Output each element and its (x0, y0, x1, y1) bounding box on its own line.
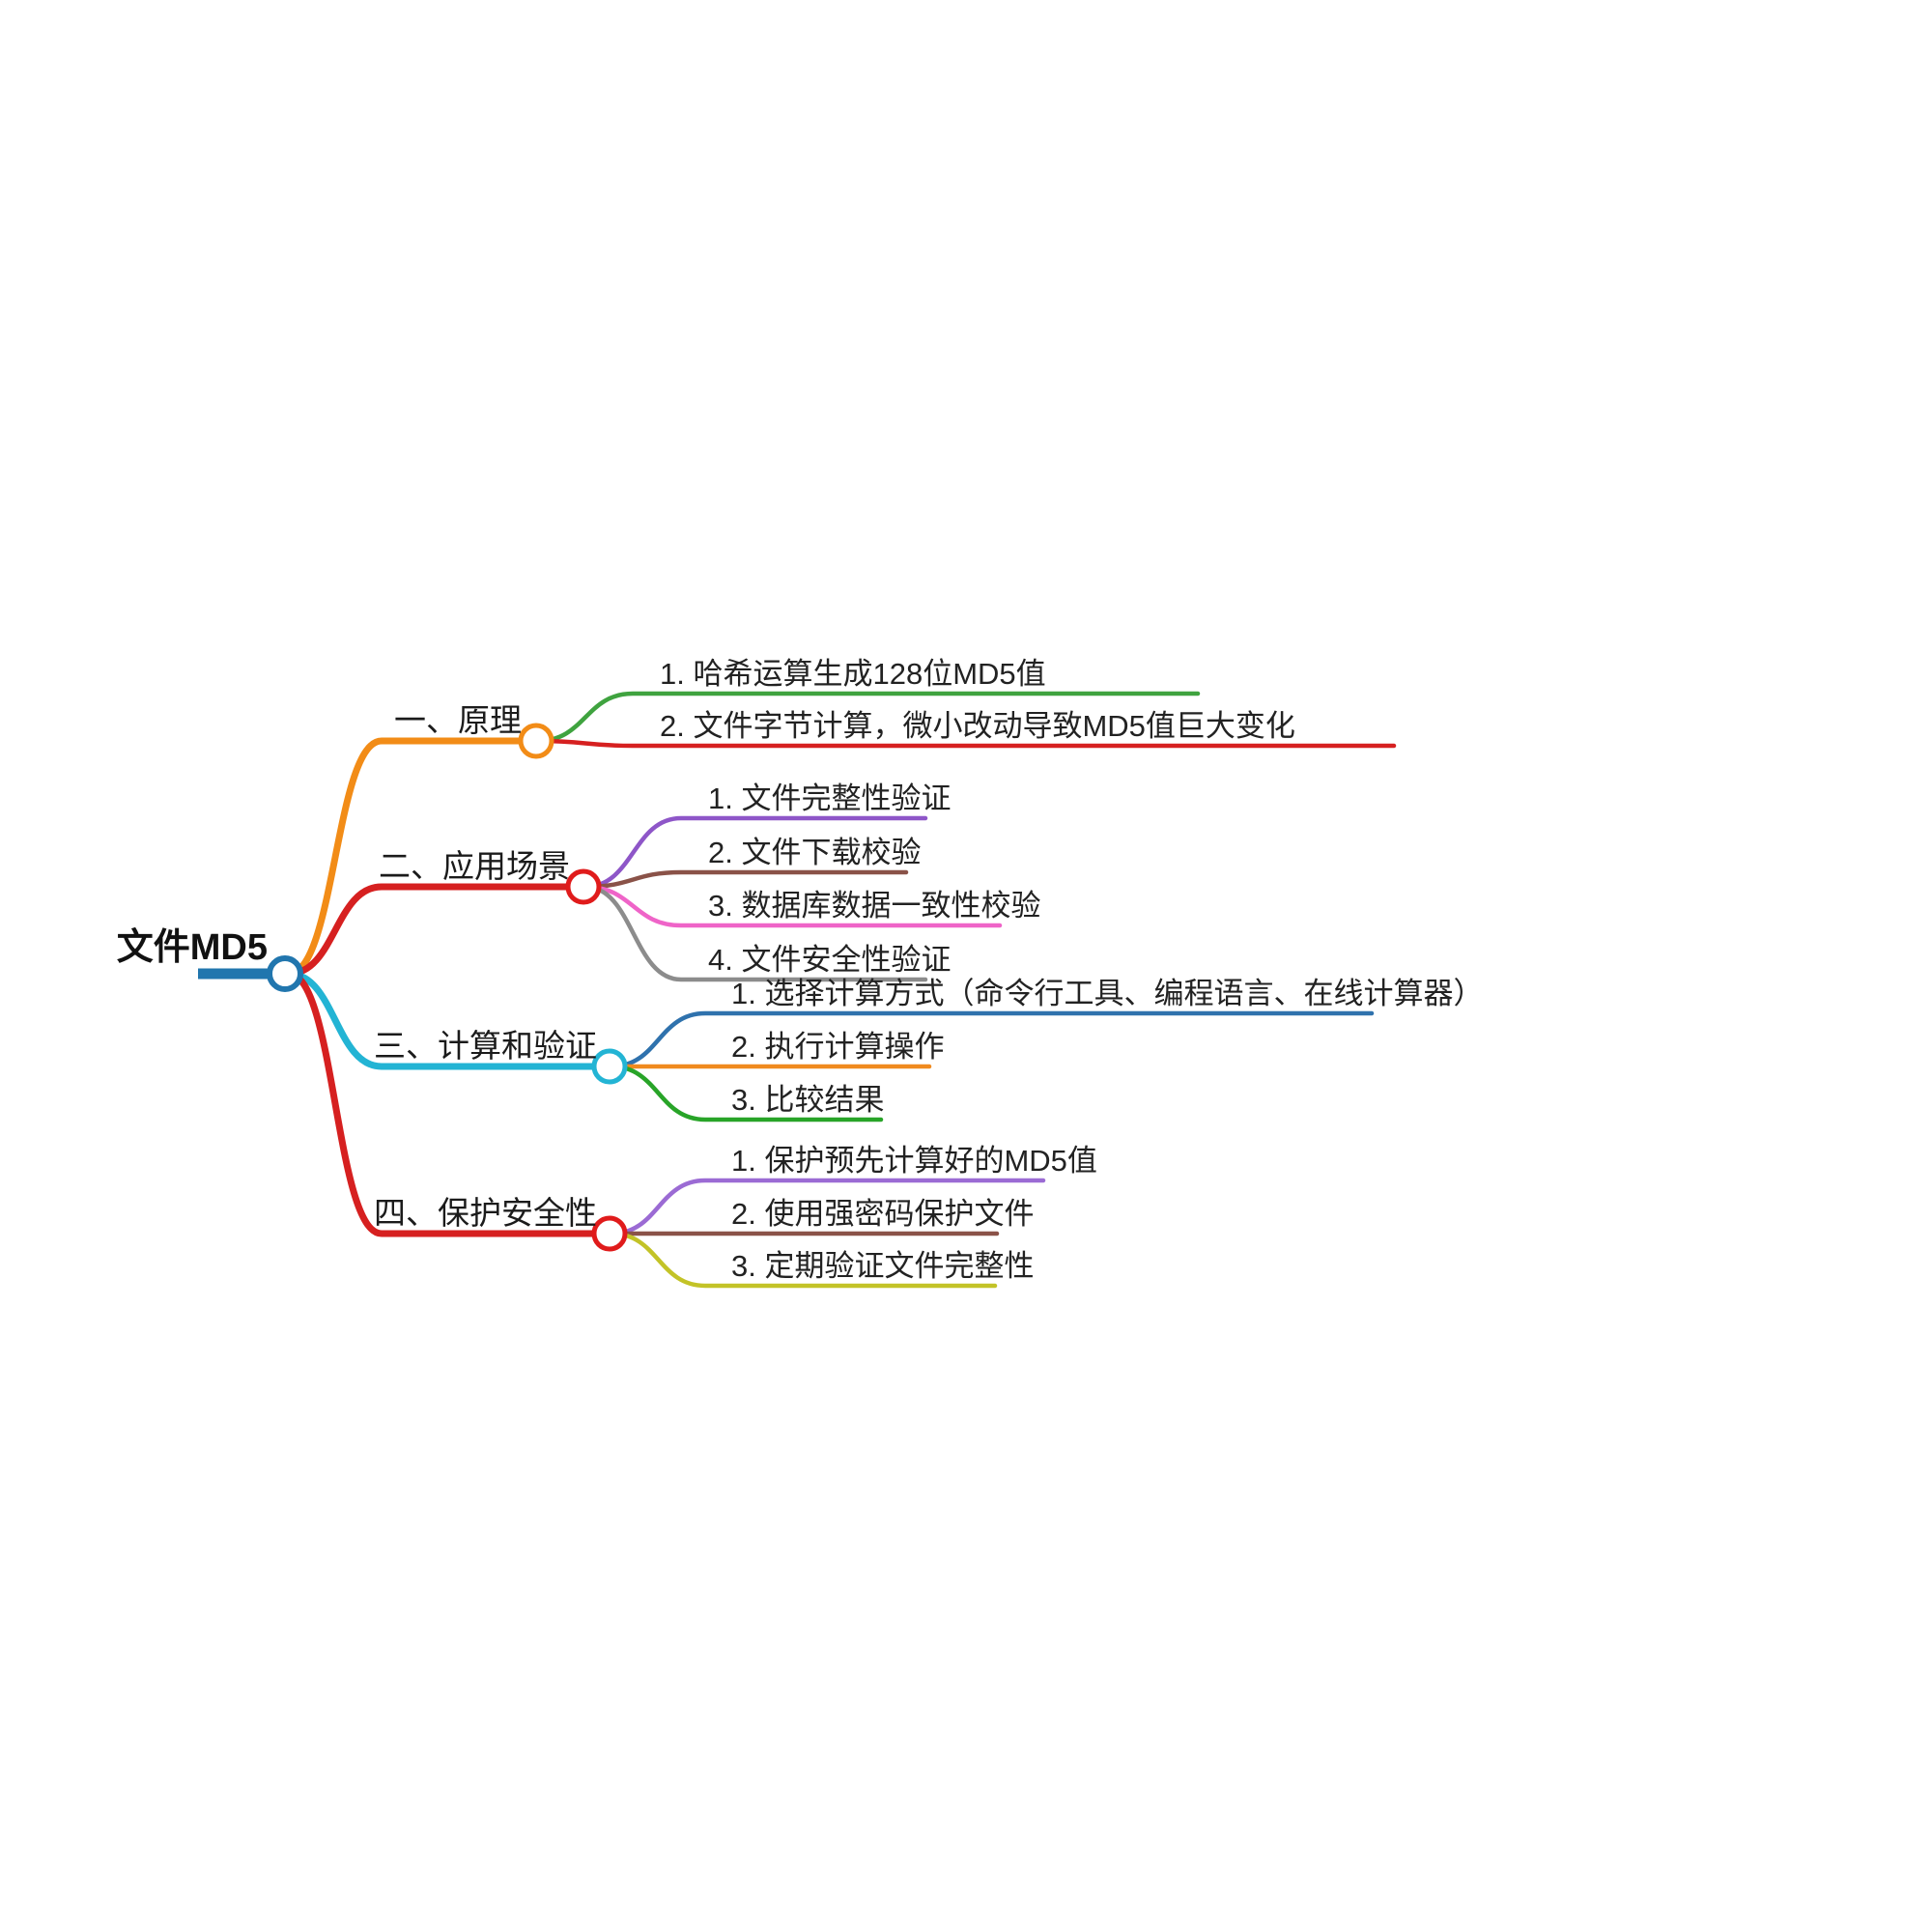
leaf-label-1-1[interactable]: 1. 哈希运算生成128位MD5值 (660, 657, 1046, 691)
root-node-label[interactable]: 文件MD5 (116, 927, 268, 968)
leaf-label-4-1[interactable]: 1. 保护预先计算好的MD5值 (731, 1144, 1097, 1178)
branch-node-dot (565, 868, 602, 905)
branch-label-1[interactable]: 一、原理 (394, 702, 522, 738)
branch-node-dot (518, 723, 554, 759)
branch-label-4[interactable]: 四、保护安全性 (374, 1195, 597, 1231)
branch-label-3[interactable]: 三、计算和验证 (374, 1028, 597, 1064)
leaf-label-1-2[interactable]: 2. 文件字节计算，微小改动导致MD5值巨大变化 (660, 709, 1295, 743)
leaf-label-2-2[interactable]: 2. 文件下载校验 (708, 836, 922, 869)
leaf-label-3-1[interactable]: 1. 选择计算方式（命令行工具、编程语言、在线计算器） (731, 977, 1484, 1010)
root-node-dot (267, 955, 303, 992)
leaf-label-2-1[interactable]: 1. 文件完整性验证 (708, 781, 952, 815)
branch-label-2[interactable]: 二、应用场景 (379, 848, 570, 884)
leaf-label-3-3[interactable]: 3. 比较结果 (731, 1083, 885, 1117)
leaf-label-2-4[interactable]: 4. 文件安全性验证 (708, 943, 952, 977)
branch-node-dot (591, 1215, 628, 1252)
leaf-label-4-2[interactable]: 2. 使用强密码保护文件 (731, 1197, 1035, 1231)
leaf-label-4-3[interactable]: 3. 定期验证文件完整性 (731, 1249, 1035, 1283)
leaf-label-2-3[interactable]: 3. 数据库数据一致性校验 (708, 889, 1041, 923)
leaf-label-3-2[interactable]: 2. 执行计算操作 (731, 1030, 945, 1064)
branch-node-dot (591, 1048, 628, 1085)
